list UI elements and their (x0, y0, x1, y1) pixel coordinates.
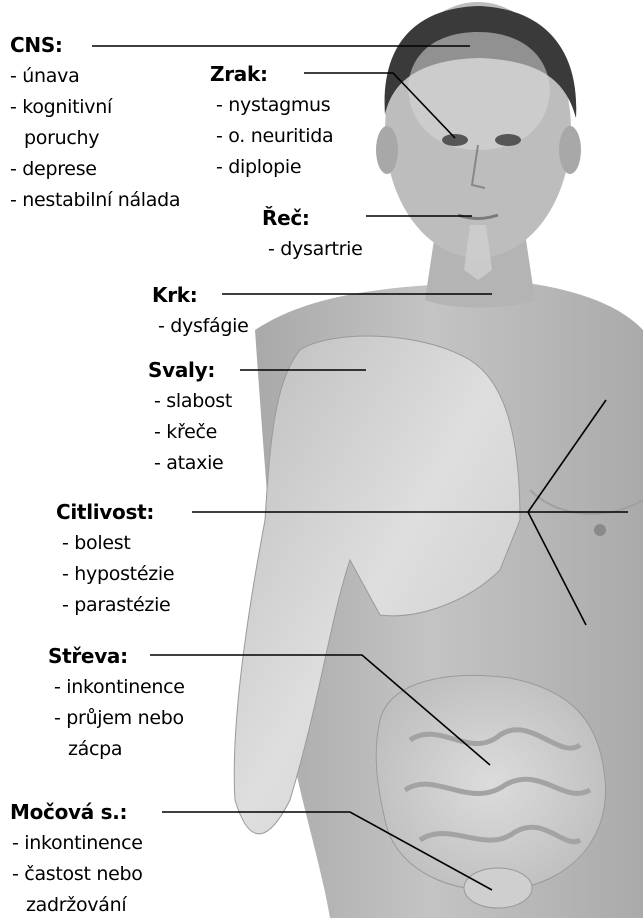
label-krk-item-1: - dysfágie (152, 311, 248, 342)
left-ear (376, 126, 398, 174)
label-cns: CNS: - únava - kognitivní poruchy - depr… (10, 30, 180, 216)
label-rec-heading: Řeč: (262, 203, 362, 234)
label-mocova-item-3: zadržování (10, 890, 143, 918)
nipple (594, 524, 606, 536)
label-zrak: Zrak: - nystagmus - o. neuritida - diplo… (210, 59, 333, 183)
brain-overlay (408, 32, 550, 150)
label-streva-item-1: - inkontinence (48, 672, 185, 703)
label-rec-item-1: - dysartrie (262, 234, 362, 265)
label-svaly-item-2: - křeče (148, 417, 232, 448)
label-cns-item-4: - deprese (10, 154, 180, 185)
label-svaly-item-1: - slabost (148, 386, 232, 417)
label-svaly: Svaly: - slabost - křeče - ataxie (148, 355, 232, 479)
intestines (376, 675, 605, 890)
label-mocova: Močová s.: - inkontinence - častost nebo… (10, 797, 143, 918)
label-cns-item-2: - kognitivní (10, 92, 180, 123)
label-mocova-item-1: - inkontinence (10, 828, 143, 859)
label-streva: Střeva: - inkontinence - průjem nebo zác… (48, 641, 185, 765)
label-krk-heading: Krk: (152, 280, 248, 311)
label-citlivost-item-3: - parastézie (56, 590, 174, 621)
label-zrak-item-3: - diplopie (210, 152, 333, 183)
label-mocova-item-2: - častost nebo (10, 859, 143, 890)
left-eye (442, 134, 468, 146)
label-svaly-item-3: - ataxie (148, 448, 232, 479)
right-eye (495, 134, 521, 146)
right-ear (559, 126, 581, 174)
label-cns-heading: CNS: (10, 30, 180, 61)
label-streva-heading: Střeva: (48, 641, 185, 672)
label-zrak-item-2: - o. neuritida (210, 121, 333, 152)
label-citlivost-item-1: - bolest (56, 528, 174, 559)
label-rec: Řeč: - dysartrie (262, 203, 362, 265)
label-cns-item-5: - nestabilní nálada (10, 185, 180, 216)
label-streva-item-3: zácpa (48, 734, 185, 765)
label-citlivost-heading: Citlivost: (56, 497, 174, 528)
label-citlivost: Citlivost: - bolest - hypostézie - paras… (56, 497, 174, 621)
label-svaly-heading: Svaly: (148, 355, 232, 386)
label-cns-item-1: - únava (10, 61, 180, 92)
label-krk: Krk: - dysfágie (152, 280, 248, 342)
label-mocova-heading: Močová s.: (10, 797, 143, 828)
bladder (464, 868, 532, 908)
label-streva-item-2: - průjem nebo (48, 703, 185, 734)
label-cns-item-3: poruchy (10, 123, 180, 154)
label-zrak-heading: Zrak: (210, 59, 333, 90)
label-zrak-item-1: - nystagmus (210, 90, 333, 121)
label-citlivost-item-2: - hypostézie (56, 559, 174, 590)
